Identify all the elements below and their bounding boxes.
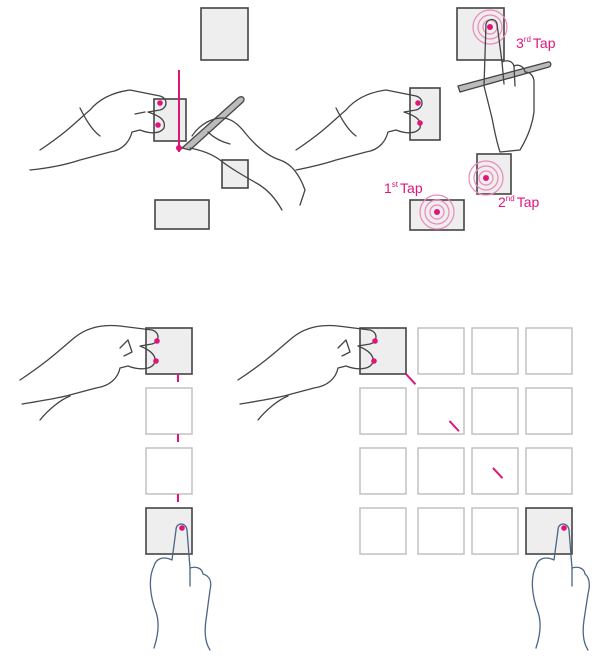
tap-word: Tap	[400, 180, 423, 196]
panel-top-left	[30, 8, 305, 229]
finger-dot	[417, 120, 423, 126]
grid-cell	[418, 508, 464, 554]
tap-num: 3	[516, 35, 524, 51]
grid-cell	[418, 448, 464, 494]
tap-dot	[483, 175, 489, 181]
tap-dot	[179, 525, 185, 531]
tap-dot	[561, 525, 567, 531]
grid-cell	[146, 388, 192, 434]
finger-dot	[157, 100, 163, 106]
grid-cell	[526, 328, 572, 374]
finger-dot	[372, 338, 378, 344]
left-hand-icon	[30, 90, 166, 170]
hand-stylus-icon	[182, 97, 305, 210]
grid-cell	[360, 508, 406, 554]
panel-bottom-right	[238, 326, 589, 651]
tile-bottom	[155, 200, 209, 229]
grid-cell	[472, 508, 518, 554]
left-hand-icon	[296, 90, 422, 170]
tap-num: 1	[384, 180, 392, 196]
tap-sup: nd	[506, 194, 515, 203]
grid-cell	[526, 388, 572, 434]
finger-dot	[154, 338, 160, 344]
left-hand-icon	[20, 326, 158, 421]
cut-dot	[176, 145, 182, 151]
finger-dot	[155, 122, 161, 128]
tap-dot	[434, 209, 440, 215]
finger-dot	[371, 358, 377, 364]
tap-dot	[487, 24, 493, 30]
tap-sup: st	[392, 180, 399, 189]
finger-dot	[415, 100, 421, 106]
grid-cell-active	[146, 508, 192, 554]
grid-cell	[418, 328, 464, 374]
panel-bottom-left	[20, 326, 211, 651]
tap-sup: rd	[524, 35, 531, 44]
finger-dot	[153, 358, 159, 364]
grid-cell	[472, 388, 518, 434]
grid-cell	[472, 328, 518, 374]
grid-cell	[526, 448, 572, 494]
tile-right	[477, 154, 511, 194]
tile-top	[201, 8, 248, 60]
grid-cell	[360, 388, 406, 434]
grid-cell	[418, 388, 464, 434]
left-hand-icon	[238, 326, 376, 421]
grid-cell	[360, 448, 406, 494]
grid-cell-active	[146, 328, 192, 374]
grid-cell-active	[526, 508, 572, 554]
tap-word: Tap	[517, 194, 540, 210]
tap-num: 2	[498, 194, 506, 210]
tap-word: Tap	[533, 35, 556, 51]
grid-cell	[146, 448, 192, 494]
grid-4x4	[360, 328, 572, 554]
